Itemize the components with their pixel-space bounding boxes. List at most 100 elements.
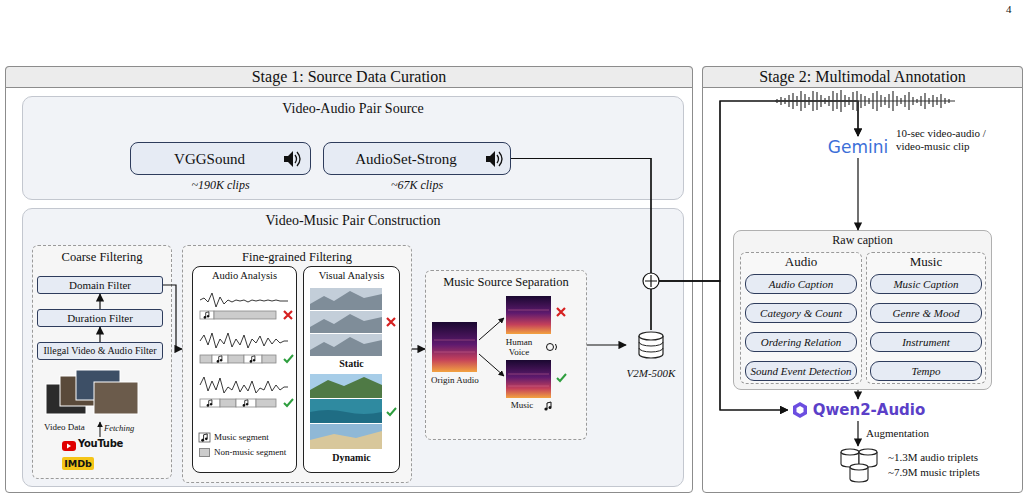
frame-ridge [310,314,382,333]
node-label: Category & Count [760,306,842,320]
caption-group: MusicMusic CaptionGenre & MoodInstrument… [866,252,986,384]
caption-group: AudioAudio CaptionCategory & CountOrderi… [740,252,862,384]
output-store: ~1.3M audio triplets~7.9M music triplets [834,446,1002,484]
node-label: Duration Filter [67,311,133,325]
node-note: ~7.9M music triplets [888,465,980,480]
filter-box: Illegal Video & Audio Filter [37,342,163,360]
note-icon [217,356,223,363]
video-frame [310,399,382,423]
source-group: Video-Audio Pair SourceVGGSound~190K cli… [22,96,684,200]
speaker-icon [284,151,300,167]
speaker-waves [497,152,502,166]
output-databases [841,449,877,482]
dataset-box: VGGSound~190K clips [130,142,311,175]
accept-mark [387,408,396,415]
node-note: Static [303,358,400,370]
database-rings [639,342,663,352]
node-label: Fine-grained Filtering [182,250,412,264]
node-label: Genre & Mood [893,306,960,320]
note-icon [201,434,207,442]
analysis-box: Visual AnalysisStaticDynamic [303,266,400,473]
waveform [200,377,288,393]
speaker-waves [295,152,300,166]
music-segment [212,355,228,363]
node-label: Sound Event Detection [751,364,852,378]
note-label: Fetching [104,424,134,434]
voice-waves [556,344,557,350]
note-label: Video Data [44,422,85,432]
music-segment [200,399,220,407]
flow-arrow [857,390,858,399]
music-segment [200,311,214,319]
caption-box: Raw captionAudioAudio CaptionCategory & … [733,230,992,390]
non-music-segment [256,399,276,407]
flow-arrow [163,285,182,349]
youtube-logo [62,441,76,451]
node-label: Stage 1: Source Data Curation [5,66,693,88]
stage-box: Music Source Separation [425,270,587,440]
caption-item: Music Caption [870,274,982,294]
legend-label: Non-music segment [214,447,286,458]
caption-item: Sound Event Detection [745,361,857,381]
imdb-logo [62,457,94,470]
edge-label: Augmentation [864,427,931,440]
node-label: AudioSet-Strong [355,150,457,168]
reject-mark [557,308,565,316]
frame-ridge [310,337,382,356]
node-label: Audio Caption [769,277,833,291]
note-label: Origin Audio [426,375,484,385]
video-thumbnails [46,370,138,414]
dataset-box: AudioSet-Strong~67K clips [323,142,511,175]
note-label: YouTube [78,438,123,450]
legend-row: Music segment [199,432,269,443]
separation-arrow [479,318,504,340]
reject-mark [284,311,292,319]
node-label: Music Source Separation [425,275,587,289]
filter-box: Domain Filter [37,276,163,294]
caption-item: Ordering Relation [745,332,857,352]
fetch-arrow [100,422,101,437]
voice-icon [547,344,554,351]
merge-symbol [643,273,659,289]
legend-spacer [199,433,210,442]
music-segment [244,355,262,363]
legend-sample [199,433,210,442]
node-label: Music Caption [893,277,958,291]
node-label: Ordering Relation [761,335,842,349]
node-note: Dynamic [303,452,400,464]
accept-mark [557,374,566,381]
note-label: IMDb [62,457,94,470]
video-frame [310,374,382,398]
non-music-segment [220,399,236,407]
node-label: Audio [740,254,862,269]
qwen-icon-core [797,406,804,414]
note-label: 10-sec video-audio / video-music clip [896,127,1008,153]
note-icon [544,402,551,411]
flow-arrow [412,348,425,349]
video-frame [310,424,382,449]
node-label: Video-Music Pair Construction [22,213,684,229]
waveforms [200,293,288,393]
node-label: Audio Analysis [192,270,297,282]
speaker-icon [486,151,502,167]
caption-item: Genre & Mood [870,303,982,323]
frame-ridge [310,377,382,398]
non-music-segment [262,355,276,363]
speaker-body [486,151,495,167]
caption-item: Category & Count [745,303,857,323]
node-label: Illegal Video & Audio Filter [43,344,156,358]
node-label: Visual Analysis [303,270,400,282]
merge-plus [645,275,657,287]
node-label: Tempo [912,364,941,378]
caption-item: Instrument [870,332,982,352]
frame-ridge [310,291,382,310]
accept-mark [284,399,293,406]
node-label: Gemini [828,137,888,157]
spectrogram [432,322,477,372]
node-label: Qwen2-Audio [813,400,926,420]
segment-bars [199,311,276,442]
non-music-segment [214,311,276,319]
spectrogram [506,360,551,398]
note-icon [204,312,210,319]
